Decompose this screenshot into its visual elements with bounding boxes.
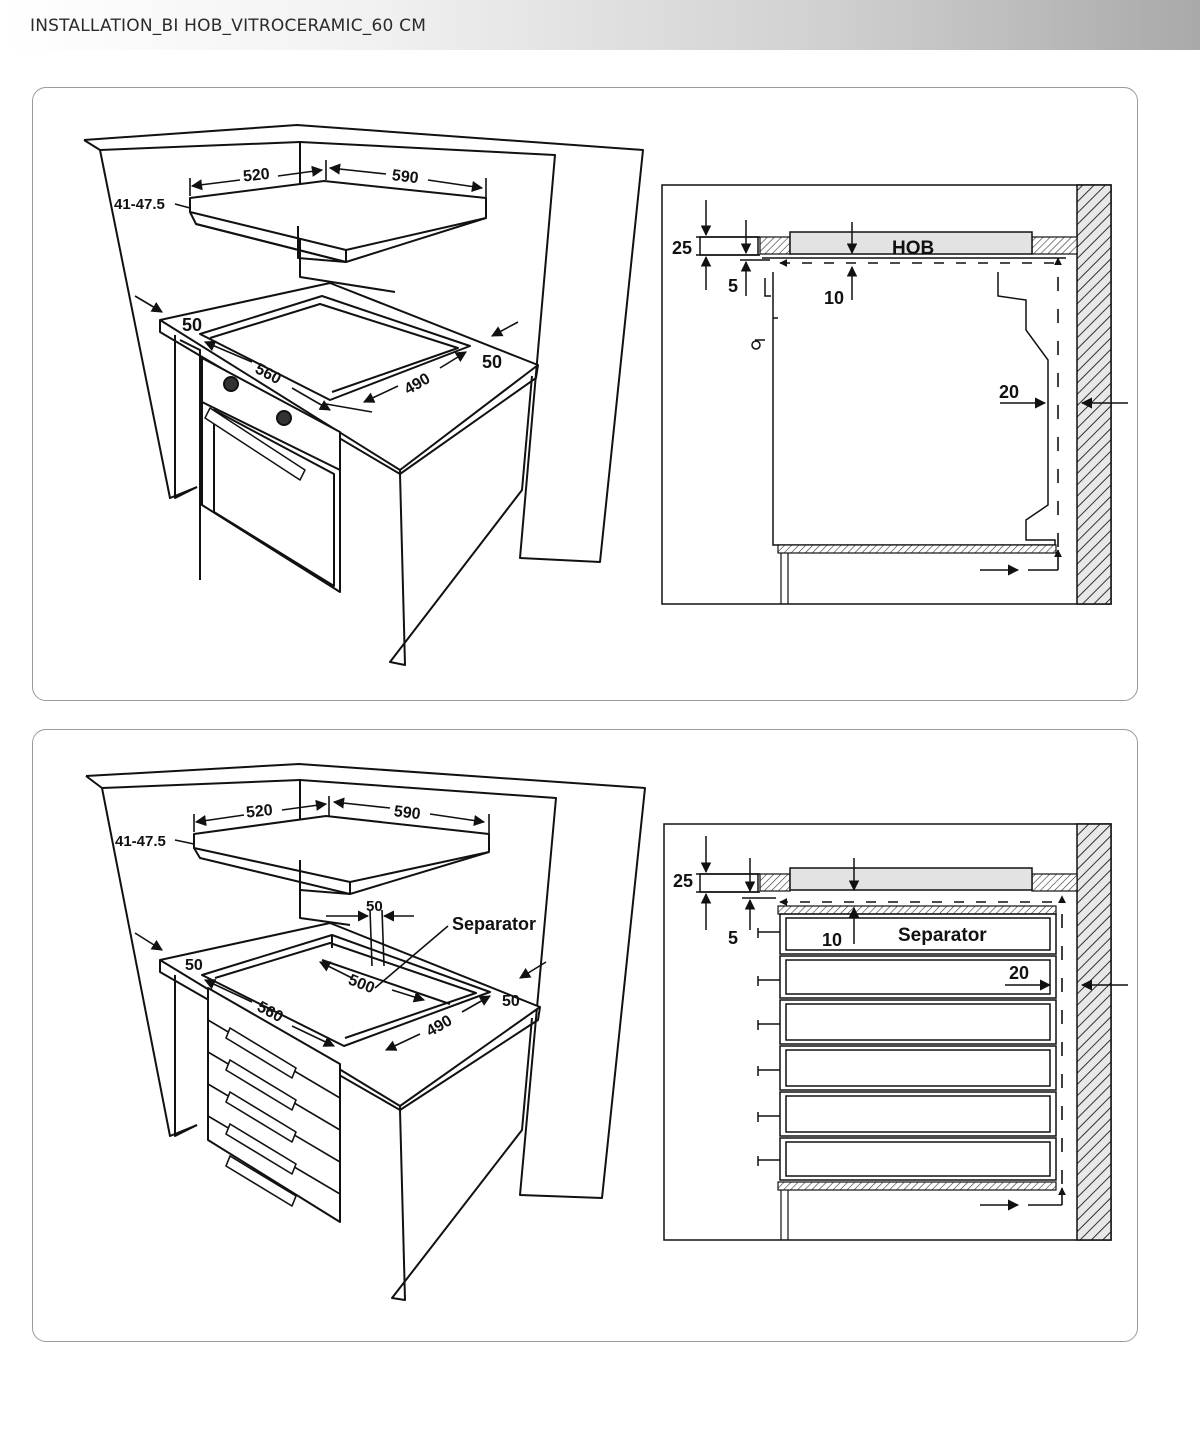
clearance-10-label: 10 bbox=[822, 930, 842, 950]
clearance-5-label: 5 bbox=[728, 928, 738, 948]
width-520-label: 520 bbox=[245, 802, 273, 822]
width-590-label: 590 bbox=[393, 803, 422, 823]
hob-label: HOB bbox=[892, 238, 934, 259]
margin-left-50-label: 50 bbox=[185, 957, 203, 974]
section-oven-labels: 25 5 10 20 HOB bbox=[672, 238, 1019, 402]
perspective-drawers bbox=[85, 763, 646, 1301]
section-drawers-labels: 25 5 10 20 Separator bbox=[673, 871, 1029, 983]
height-41-47-label: 41-47.5 bbox=[115, 833, 166, 850]
perspective-oven-dimensions bbox=[134, 160, 519, 413]
width-590-label: 590 bbox=[391, 167, 420, 187]
margin-right-50-label: 50 bbox=[502, 993, 520, 1010]
margin-left-50-label: 50 bbox=[182, 315, 202, 335]
section-drawers bbox=[663, 823, 1128, 1241]
separator-label: Separator bbox=[898, 925, 987, 946]
clearance-5-label: 5 bbox=[728, 276, 738, 296]
clearance-20-label: 20 bbox=[999, 382, 1019, 402]
separator-gap-50-label: 50 bbox=[366, 898, 383, 915]
perspective-oven bbox=[83, 124, 644, 666]
perspective-drawers-dimensions bbox=[134, 796, 547, 1051]
page-title: INSTALLATION_BI HOB_VITROCERAMIC_60 CM bbox=[30, 16, 427, 36]
clearance-25-label: 25 bbox=[672, 238, 692, 258]
separator-label: Separator bbox=[452, 914, 536, 934]
section-oven bbox=[661, 184, 1128, 605]
clearance-10-label: 10 bbox=[824, 288, 844, 308]
clearance-25-label: 25 bbox=[673, 871, 693, 891]
margin-right-50-label: 50 bbox=[482, 352, 502, 372]
header-bar: INSTALLATION_BI HOB_VITROCERAMIC_60 CM bbox=[0, 0, 1200, 50]
width-520-label: 520 bbox=[242, 166, 270, 186]
clearance-20-label: 20 bbox=[1009, 963, 1029, 983]
height-41-47-label: 41-47.5 bbox=[114, 196, 165, 213]
